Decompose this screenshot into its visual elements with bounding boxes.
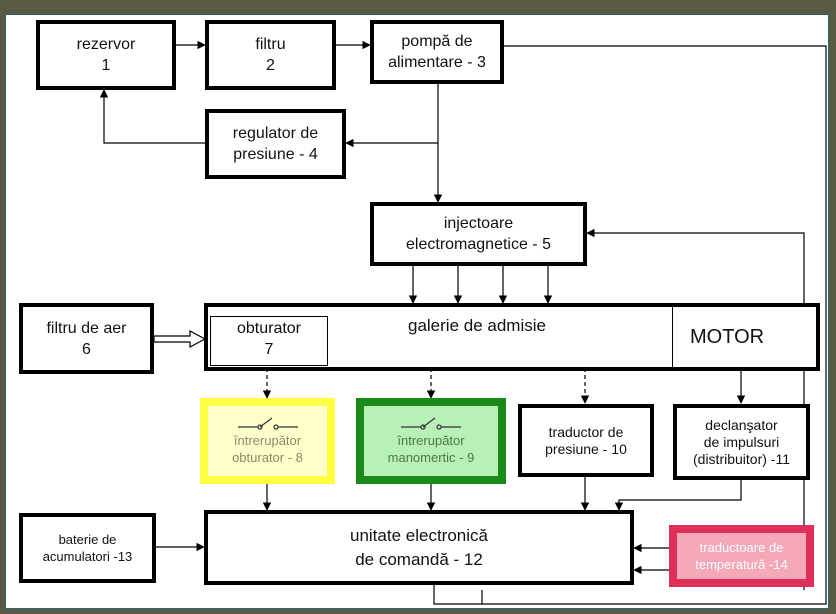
- block-obturator-line1: obturator: [236, 320, 302, 337]
- block-filtru-aer: filtru de aer 6: [19, 303, 154, 374]
- block-filtru-line1: filtru: [255, 36, 286, 53]
- block-baterie-line1: baterie de: [58, 532, 117, 547]
- block-injectoare: injectoare electromagnetice - 5: [370, 202, 587, 266]
- block-injectoare-line1: injectoare: [443, 215, 514, 232]
- block-pompa-line1: pompă de: [401, 33, 473, 50]
- block-traductoare-temperatura: traductoare de temperatură -14: [669, 525, 814, 587]
- block-declansator-line3: (distribuitor) -11: [693, 450, 790, 467]
- block-regulator-line2: presiune - 4: [233, 146, 318, 163]
- block-unitate: unitate electronică de comandă - 12: [204, 510, 634, 585]
- block-intrerupator-manometric: întrerupător manomertic - 9: [356, 398, 506, 484]
- arrow-filtru-aer-galerie: [153, 330, 207, 348]
- block-filtru-aer-line1: filtru de aer: [46, 319, 127, 337]
- block-rezervor-line2: 1: [101, 57, 111, 74]
- block-obturator: obturator 7: [210, 316, 328, 366]
- block-intrerupator-obturator: întrerupător obturator - 8: [200, 398, 335, 484]
- block-unitate-line1: unitate electronică: [350, 525, 488, 545]
- motor-divider: [672, 307, 673, 367]
- block-pompa-line2: alimentare - 3: [388, 54, 486, 71]
- block-traductor-presiune: traductor de presiune - 10: [518, 404, 654, 477]
- block-declansator: declanşator de impulsuri (distribuitor) …: [673, 404, 810, 480]
- block-declansator-line1: declanşator: [705, 416, 778, 433]
- block-traductoare-temperatura-line1: traductoare de: [699, 540, 784, 555]
- block-intrerupator-manometric-line1: întrerupător: [397, 433, 465, 448]
- block-unitate-line2: de comandă - 12: [355, 549, 483, 569]
- block-traductor-presiune-line2: presiune - 10: [545, 440, 627, 457]
- label-motor: MOTOR: [690, 326, 765, 348]
- arrow-regulator-rezervor: [99, 89, 205, 144]
- block-regulator-line1: regulator de: [232, 125, 319, 142]
- switch-icon: [237, 416, 298, 430]
- block-obturator-line2: 7: [264, 341, 274, 358]
- block-filtru-aer-line2: 6: [82, 340, 91, 358]
- block-intrerupator-manometric-line2: manomertic - 9: [387, 450, 475, 465]
- block-baterie-line2: acumulatori -13: [42, 549, 133, 564]
- block-filtru: filtru 2: [205, 20, 336, 90]
- block-filtru-line2: 2: [266, 57, 275, 74]
- block-declansator-line2: de impulsuri: [703, 433, 780, 450]
- block-rezervor: rezervor 1: [36, 20, 176, 90]
- block-injectoare-line2: electromagnetice - 5: [406, 236, 551, 253]
- block-intrerupator-obturator-line1: întrerupător: [233, 433, 302, 448]
- label-galerie: galerie de admisie: [408, 316, 546, 335]
- block-rezervor-line1: rezervor: [76, 36, 136, 53]
- block-intrerupator-obturator-line2: obturator - 8: [232, 450, 303, 465]
- switch-icon: [401, 416, 461, 430]
- block-traductor-presiune-line1: traductor de: [548, 423, 624, 440]
- block-pompa: pompă de alimentare - 3: [370, 20, 504, 84]
- line-pompa-return: [481, 45, 827, 605]
- block-regulator: regulator de presiune - 4: [205, 109, 346, 179]
- block-baterie: baterie de acumulatori -13: [19, 513, 156, 583]
- block-traductoare-temperatura-line2: temperatură -14: [695, 557, 788, 572]
